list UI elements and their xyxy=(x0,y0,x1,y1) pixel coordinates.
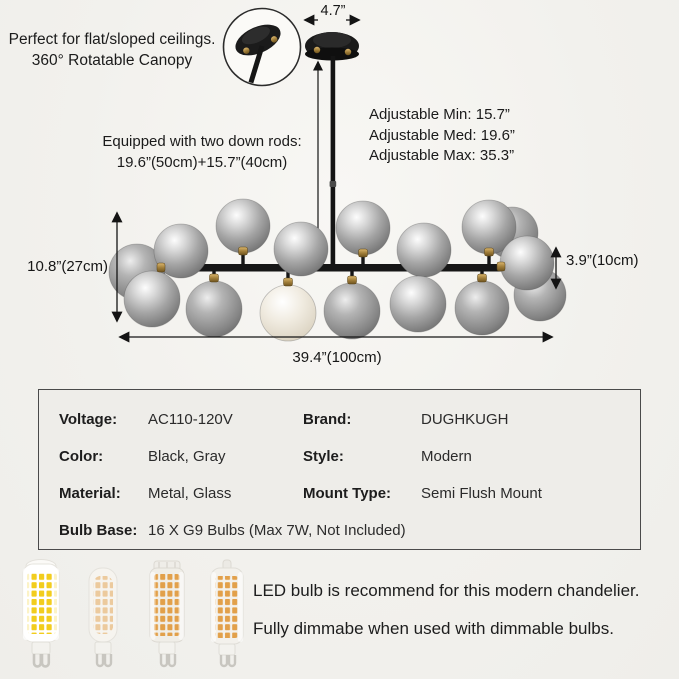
g9-bulb-icon-4 xyxy=(210,559,244,668)
glass-globes xyxy=(108,198,567,342)
spec-value-color: Black, Gray xyxy=(148,448,226,465)
adjustable-max: Adjustable Max: 35.3” xyxy=(369,147,515,164)
spec-value-mount-type: Semi Flush Mount xyxy=(421,485,542,502)
down-rod xyxy=(329,56,337,268)
canopy-icon xyxy=(305,32,359,61)
spec-row-bulb-base: Bulb Base: 16 X G9 Bulbs (Max 7W, Not In… xyxy=(59,512,640,549)
rods-note-line1: Equipped with two down rods: xyxy=(102,133,302,150)
spec-row-color-style: Color: Black, Gray Style: Modern xyxy=(59,438,640,475)
g9-bulb-icon-3 xyxy=(149,560,185,668)
canopy-inset-icon xyxy=(222,7,302,87)
g9-bulb-icon-2 xyxy=(88,567,118,668)
adjustable-min: Adjustable Min: 15.7” xyxy=(369,106,510,123)
dimmable-note: Fully dimmabe when used with dimmable bu… xyxy=(253,619,614,638)
ceiling-feature-note: Perfect for flat/sloped ceilings. 360° R… xyxy=(4,29,220,71)
adjustable-height-note: Adjustable Min: 15.7” Adjustable Med: 19… xyxy=(369,105,515,167)
spec-label-bulb-base: Bulb Base: xyxy=(59,522,138,539)
ceiling-note-line1: Perfect for flat/sloped ceilings. xyxy=(8,31,216,48)
spec-label-style: Style: xyxy=(303,448,344,465)
canopy-width-label: 4.7” xyxy=(320,3,346,19)
adjustable-med: Adjustable Med: 19.6” xyxy=(369,126,515,144)
rods-note-line2: 19.6”(50cm)+15.7”(40cm) xyxy=(116,154,288,171)
spec-label-color: Color: xyxy=(59,448,104,465)
globe-drop-label: 3.9”(10cm) xyxy=(566,252,639,269)
fixture-width-label: 39.4”(100cm) xyxy=(292,349,382,366)
down-rods-note: Equipped with two down rods: 19.6”(50cm)… xyxy=(88,131,316,173)
led-recommend-note: LED bulb is recommend for this modern ch… xyxy=(253,581,640,600)
brass-sockets xyxy=(156,246,506,287)
spec-row-voltage-brand: Voltage: AC110-120V Brand: DUGHKUGH xyxy=(59,401,640,438)
spec-value-voltage: AC110-120V xyxy=(148,411,233,428)
spec-label-brand: Brand: xyxy=(303,411,352,428)
spec-value-style: Modern xyxy=(421,448,472,465)
chandelier-illustration xyxy=(108,7,567,343)
spec-value-material: Metal, Glass xyxy=(148,485,232,502)
spec-value-bulb-base: 16 X G9 Bulbs (Max 7W, Not Included) xyxy=(148,522,406,539)
spec-label-voltage: Voltage: xyxy=(59,411,118,428)
spec-label-mount-type: Mount Type: xyxy=(303,485,392,502)
spec-label-material: Material: xyxy=(59,485,121,502)
spec-value-brand: DUGHKUGH xyxy=(421,411,509,428)
spec-row-material-mount: Material: Metal, Glass Mount Type: Semi … xyxy=(59,475,640,512)
fixture-height-label: 10.8”(27cm) xyxy=(27,258,108,275)
g9-bulbs-illustration xyxy=(22,559,244,668)
spec-table: Voltage: AC110-120V Brand: DUGHKUGH Colo… xyxy=(38,389,641,550)
g9-bulb-icon-1 xyxy=(22,559,60,668)
ceiling-note-line2: 360° Rotatable Canopy xyxy=(31,52,193,69)
